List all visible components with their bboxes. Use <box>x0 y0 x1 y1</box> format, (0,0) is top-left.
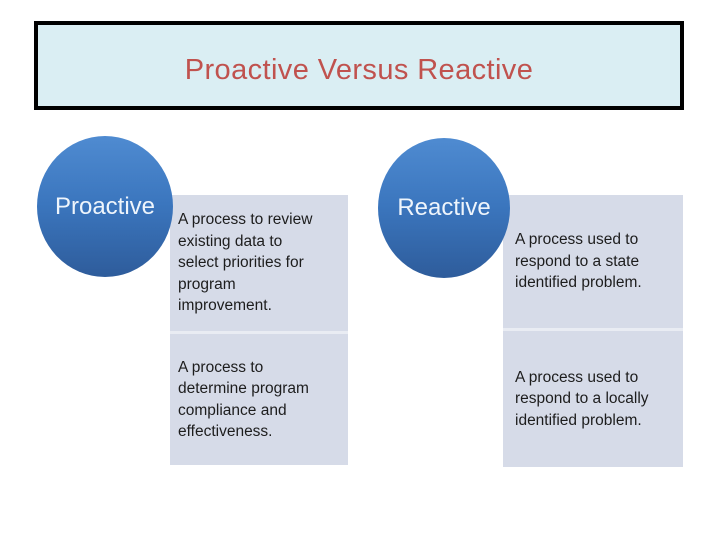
reactive-box-1: A process used to respond to a state ide… <box>503 195 683 328</box>
proactive-box-2-text: A process to determine program complianc… <box>178 358 309 441</box>
proactive-box-1: A process to review existing data to sel… <box>170 195 348 331</box>
proactive-circle: Proactive <box>37 136 173 277</box>
slide-title: Proactive Versus Reactive <box>184 53 534 86</box>
reactive-box-divider <box>503 328 683 331</box>
slide-title-banner: Proactive Versus Reactive <box>34 21 684 110</box>
reactive-box-2-text: A process used to respond to a locally i… <box>515 368 649 429</box>
proactive-box-1-text: A process to review existing data to sel… <box>178 211 313 315</box>
reactive-box-2: A process used to respond to a locally i… <box>503 331 683 467</box>
proactive-box-divider <box>170 331 348 334</box>
reactive-circle: Reactive <box>378 138 510 278</box>
proactive-box-2: A process to determine program complianc… <box>170 334 348 465</box>
reactive-circle-label: Reactive <box>397 194 491 221</box>
reactive-box-1-text: A process used to respond to a state ide… <box>515 231 642 292</box>
proactive-circle-label: Proactive <box>54 192 156 220</box>
